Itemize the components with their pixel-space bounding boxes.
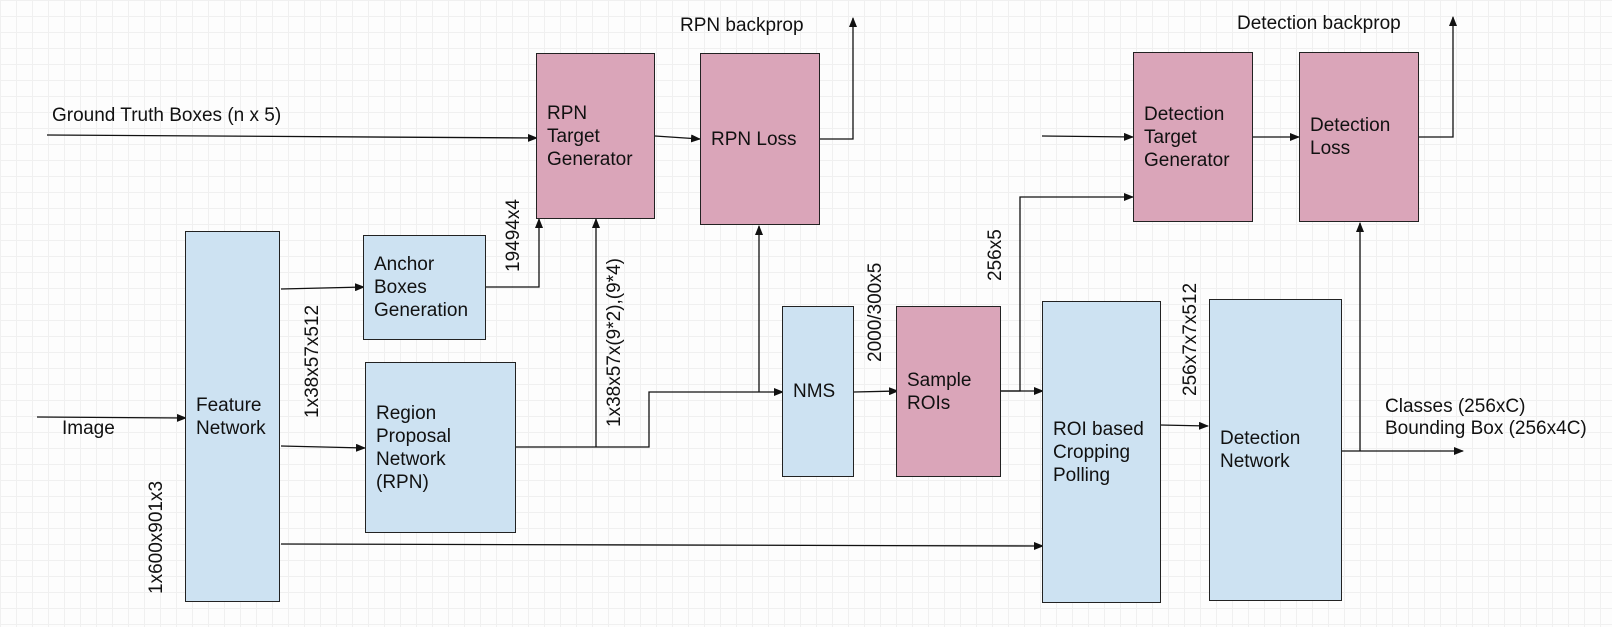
outputs-label: Classes (256xC) Bounding Box (256x4C)	[1385, 396, 1587, 439]
sample-dim-label: 256x5	[985, 229, 1006, 281]
sample-rois-box: Sample ROIs	[896, 306, 1001, 477]
arrow-input-to-detection-target	[1041, 132, 1134, 141]
rpn-output-dim-label: 1x38x57x(9*2),(9*4)	[604, 258, 625, 427]
anchor-boxes-generation-box: Anchor Boxes Generation	[363, 235, 486, 340]
rpn-backprop-label: RPN backprop	[680, 15, 804, 36]
detection-loss-box: Detection Loss	[1299, 52, 1419, 222]
arrow-anchor-to-rpn-target	[486, 218, 543, 288]
ground-truth-label: Ground Truth Boxes (n x 5)	[52, 105, 282, 126]
arrow-ground-truth-to-rpn-target	[46, 133, 538, 142]
nms-box: NMS	[782, 306, 854, 477]
feature-dim-label: 1x38x57x512	[302, 304, 323, 418]
arrow-sample-rois-to-detection-target	[1001, 193, 1134, 392]
rpn-target-generator-box: RPN Target Generator	[536, 53, 655, 219]
arrow-rpn-loss-backprop	[820, 17, 857, 140]
feature-network-box: Feature Network	[185, 231, 280, 602]
detection-target-generator-box: Detection Target Generator	[1133, 52, 1253, 222]
crop-dim-label: 256x7x7x512	[1180, 282, 1201, 396]
arrow-nms-to-sample-rois	[853, 387, 899, 396]
detection-network-box: Detection Network	[1209, 299, 1342, 601]
rpn-loss-box: RPN Loss	[700, 53, 820, 225]
arrow-image-to-feature-network	[36, 413, 187, 422]
nms-dim-label: 2000/300x5	[865, 262, 886, 362]
arrow-feature-to-roi-cropping	[280, 541, 1044, 550]
image-label: Image	[62, 418, 115, 439]
arrow-rpn-target-to-rpn-loss	[654, 134, 701, 143]
arrow-feature-to-anchor-boxes	[280, 283, 365, 292]
arrow-rpn-to-nms	[516, 388, 784, 448]
region-proposal-network-box: Region Proposal Network (RPN)	[365, 362, 516, 533]
roi-cropping-box: ROI based Cropping Polling	[1042, 301, 1161, 603]
arrow-feature-to-rpn	[280, 443, 366, 452]
detection-backprop-label: Detection backprop	[1237, 13, 1401, 34]
image-dim-label: 1x600x901x3	[146, 480, 167, 594]
anchor-dim-label: 19494x4	[503, 199, 524, 272]
arrow-detection-loss-backprop	[1419, 16, 1457, 138]
arrow-roi-cropping-to-detection-network	[1159, 421, 1209, 430]
